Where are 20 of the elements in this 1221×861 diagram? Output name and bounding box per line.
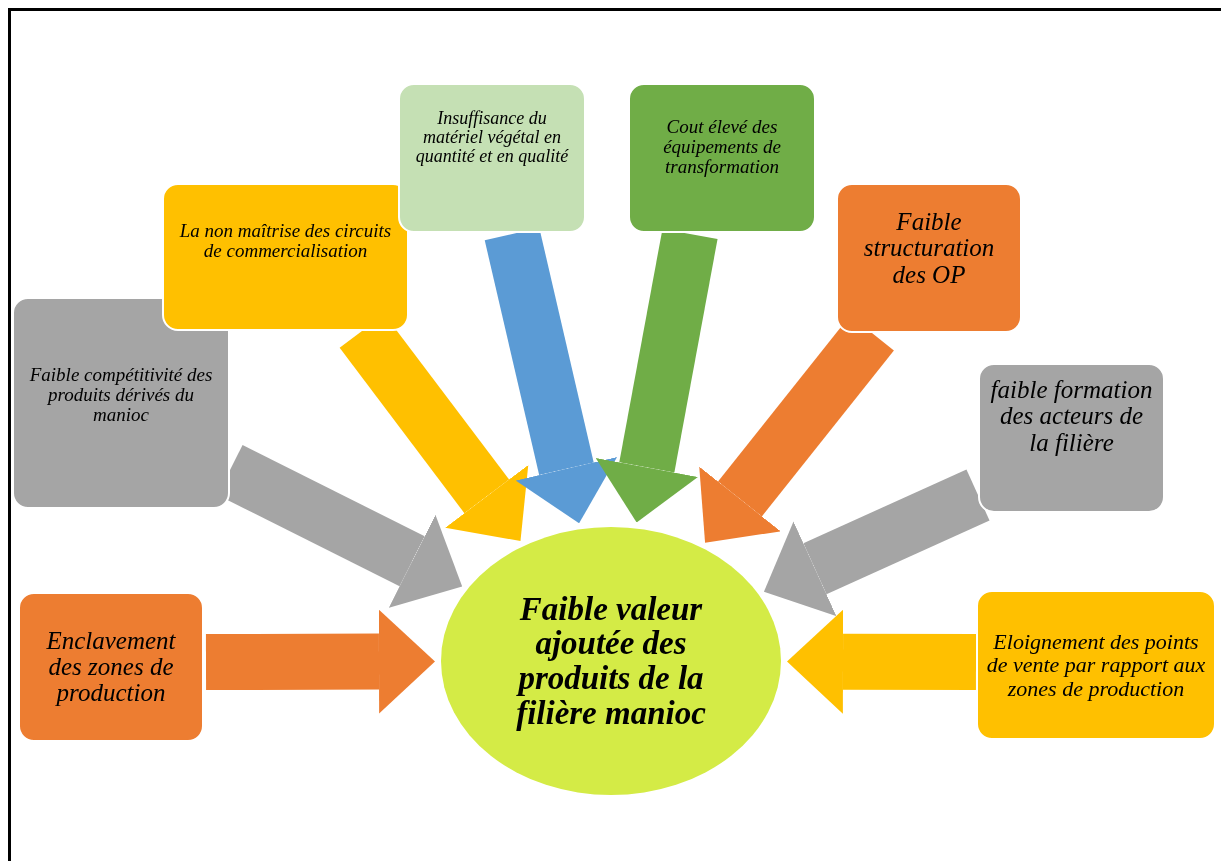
cause-box [162, 183, 409, 331]
block-arrow [763, 469, 990, 617]
cause-box [978, 363, 1165, 513]
cause-box [398, 83, 586, 233]
cause-box [976, 590, 1216, 740]
cause-text: La non maîtrise des circuits de commercialisation [178, 221, 393, 261]
block-arrow [787, 609, 977, 714]
cause-box [18, 592, 204, 742]
cause-box [628, 83, 816, 233]
central-problem-text: Faible valeur ajoutée des produits de la filière manioc [515, 591, 707, 731]
block-arrow [205, 609, 435, 714]
cause-text: Eloignement des points de vente par rapport aux zones de production [986, 630, 1206, 700]
cause-text: Insuffisance du matériel végétal en quantité et en qualité [414, 109, 570, 166]
cause-text: faible formation des acteurs de la filière [989, 377, 1154, 456]
cause-text: Cout élevé des équipements de transformation [662, 117, 782, 177]
cause-text: Faible structuration des OP [862, 209, 996, 288]
cause-text: Faible compétitivité des produits dérivés du manioc [28, 365, 214, 425]
cause-box [836, 183, 1022, 333]
cause-text: Enclavement des zones de production [45, 627, 177, 707]
cause-box [12, 297, 230, 509]
